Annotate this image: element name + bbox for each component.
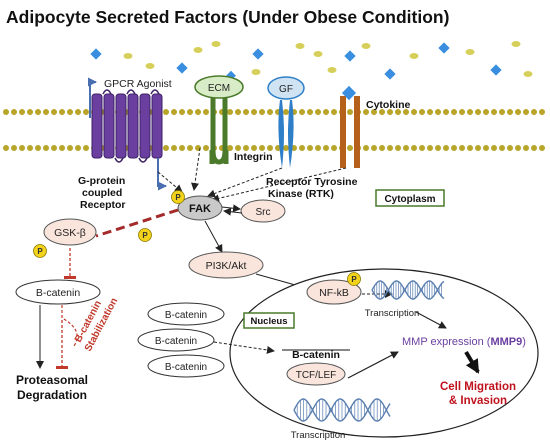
gpcr-receptor [88, 77, 167, 191]
transcription-top-label: Transcription [365, 308, 420, 319]
gpcr-label-line2: coupled [82, 187, 122, 199]
bcatenin-list-2 [137, 328, 215, 352]
rtk-label-line2: Kinase (RTK) [268, 188, 334, 200]
tcflef-label: TCF/LEF [296, 370, 337, 381]
gsk-label: GSK-β [54, 227, 86, 239]
diagram-title: Adipocyte Secreted Factors (Under Obese … [6, 7, 449, 27]
proteasomal-label-line2: Degradation [17, 388, 87, 402]
bcatenin-nuclear-label: B-catenin [292, 349, 340, 361]
gpcr-label-line3: Receptor [80, 199, 126, 211]
fak-gsk-inhibition [95, 208, 179, 238]
nfkb-phospho [347, 272, 361, 286]
gsk-phospho [33, 244, 47, 258]
mmp-to-migration-arrow [464, 350, 480, 374]
tcflef-node [286, 362, 346, 386]
bcatenin-list-2-label: B-catenin [155, 336, 197, 347]
gsk-node [43, 218, 97, 246]
gf-label: GF [279, 84, 293, 95]
migration-label-line2: & Invasion [449, 395, 507, 407]
cytoplasm-box [375, 189, 445, 207]
bcatenin-list-3-label: B-catenin [165, 362, 207, 373]
nfkb-node [306, 279, 362, 305]
gsk-link-phospho [138, 228, 152, 242]
bcatenin-list-3 [147, 354, 225, 378]
gsk-link-phospho-label: P [142, 231, 148, 240]
dna-helix-top [371, 280, 445, 300]
nucleus-box [243, 312, 295, 329]
fak-node [177, 195, 223, 221]
integrin-receptor [194, 75, 244, 165]
proteasomal-label-line1: Proteasomal [16, 373, 88, 387]
bcatenin-list-1 [147, 302, 225, 326]
cytokine-label: Cytokine [366, 99, 411, 111]
secreted-factors [90, 41, 533, 81]
cytokine-receptor [340, 85, 360, 168]
fak-phospho-label: P [175, 193, 181, 202]
ecm-label: ECM [208, 83, 230, 94]
bcatenin-node [15, 279, 101, 305]
pi3k-label: PI3K/Akt [206, 260, 247, 272]
pi3k-node [188, 251, 264, 279]
fak-label: FAK [189, 203, 211, 215]
transcription-bottom-label: Transcription [291, 430, 346, 441]
plasma-membrane [3, 109, 545, 151]
src-label: Src [256, 207, 271, 218]
nucleus-label: Nucleus [251, 316, 288, 327]
gpcr-agonist-label: GPCR Agonist [104, 78, 172, 90]
cytoplasm-label: Cytoplasm [384, 194, 435, 205]
mmp-expression-label: MMP expression (MMP9) [402, 336, 526, 348]
migration-label-line1: Cell Migration [440, 381, 516, 393]
rtk-receptor [267, 76, 305, 168]
src-node [240, 199, 286, 223]
bcatenin-list-1-label: B-catenin [165, 310, 207, 321]
fak-phospho [171, 190, 185, 204]
integrin-label: Integrin [234, 151, 273, 163]
gsk-phospho-label: P [37, 247, 43, 256]
rtk-label-line1: Receptor Tyrosine [266, 176, 358, 188]
dna-helix-bottom [293, 398, 391, 422]
nucleus [229, 268, 539, 438]
nfkb-label: NF-kB [319, 287, 349, 299]
gpcr-label-line1: G-protein [78, 175, 125, 187]
nfkb-phospho-label: P [351, 275, 357, 284]
fak-input-arrows [157, 147, 347, 203]
bcatenin-label: B-catenin [36, 287, 81, 299]
